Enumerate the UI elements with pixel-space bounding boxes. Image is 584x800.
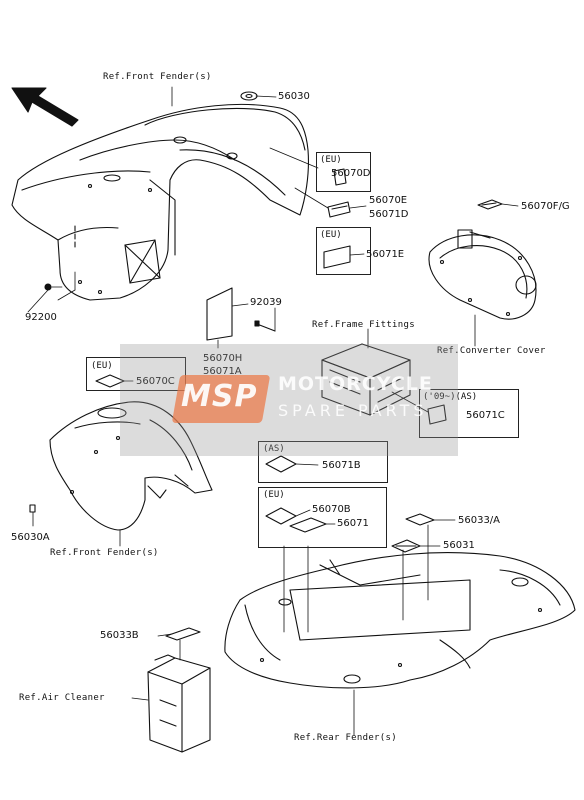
- watermark-logo-text: MSP: [181, 379, 258, 414]
- ref-frame-fittings: Ref.Frame Fittings: [312, 320, 415, 330]
- converter-cover-drawing: [428, 229, 537, 320]
- as-box-56071b: [258, 441, 388, 483]
- part-number-56031: 56031: [443, 540, 475, 551]
- rear-fender-drawing: [224, 552, 576, 689]
- ref-converter-cover: Ref.Converter Cover: [437, 346, 546, 356]
- part-number-56071b: 56071B: [322, 460, 361, 471]
- as-label: (AS): [263, 444, 285, 454]
- air-cleaner-drawing: [147, 654, 211, 753]
- year-09-as-label: ('09~)(AS): [423, 392, 478, 402]
- eu-label: (EU): [91, 361, 113, 371]
- watermark-title: MOTORCYCLE: [278, 373, 433, 395]
- eu-label: (EU): [263, 490, 285, 500]
- part-number-56030: 56030: [278, 91, 310, 102]
- part-number-56071a: 56071A: [203, 366, 242, 377]
- eu-box-56070b: [258, 487, 387, 548]
- part-number-92039: 92039: [250, 297, 282, 308]
- part-number-56070h: 56070H: [203, 353, 243, 364]
- part-number-56071d: 56071D: [369, 209, 409, 220]
- eu-box-56071e: [316, 227, 371, 275]
- front-fender-lower-drawing: [49, 401, 213, 531]
- ref-front-fender-top: Ref.Front Fender(s): [103, 72, 212, 82]
- part-number-56071e: 56071E: [366, 249, 405, 260]
- part-number-56071: 56071: [337, 518, 369, 529]
- eu-box-56070d: [316, 152, 371, 192]
- front-fender-upper-drawing: [11, 103, 309, 301]
- eu-label: (EU): [320, 155, 342, 165]
- label-parts-drawing: [29, 91, 503, 641]
- as-09-box-56071c: [419, 389, 519, 438]
- part-number-56071c: 56071C: [466, 410, 505, 421]
- eu-label: (EU): [320, 230, 342, 240]
- ref-front-fender-bottom: Ref.Front Fender(s): [50, 548, 159, 558]
- part-number-92200: 92200: [25, 312, 57, 323]
- front-direction-arrow-icon: [11, 87, 79, 127]
- part-number-56070e: 56070E: [369, 195, 408, 206]
- part-number-56070c: 56070C: [136, 376, 175, 387]
- part-number-56070b: 56070B: [312, 504, 351, 515]
- part-number-56033b: 56033B: [100, 630, 139, 641]
- part-number-56070d: 56070D: [331, 168, 371, 179]
- part-number-56033a: 56033/A: [458, 515, 501, 526]
- watermark-subtitle: SPARE PARTS: [278, 401, 428, 420]
- ref-air-cleaner: Ref.Air Cleaner: [19, 693, 105, 703]
- leader-lines: [27, 86, 519, 736]
- eu-box-56070c: [86, 357, 186, 391]
- frame-fittings-drawing: [321, 343, 411, 416]
- ref-rear-fender: Ref.Rear Fender(s): [294, 733, 397, 743]
- watermark-band: [120, 344, 458, 456]
- part-number-56030a: 56030A: [11, 532, 50, 543]
- part-number-56070fg: 56070F/G: [521, 201, 570, 212]
